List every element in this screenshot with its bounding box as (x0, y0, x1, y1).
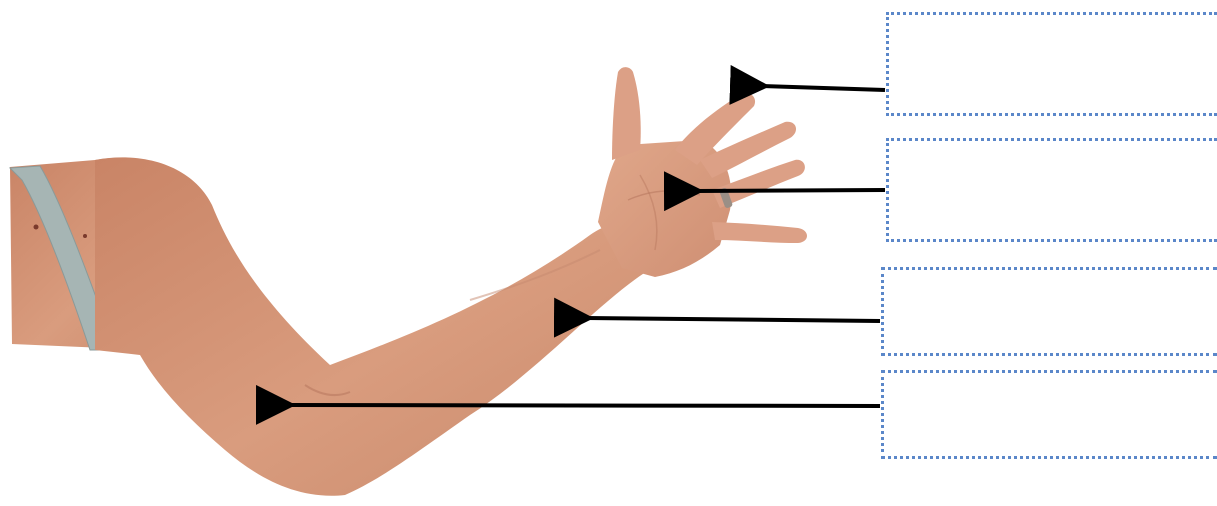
label-box-palm[interactable] (886, 138, 1217, 242)
arrow-to-palm (696, 190, 885, 191)
arm (95, 157, 652, 495)
mole (83, 234, 87, 238)
label-box-finger[interactable] (886, 12, 1217, 116)
arrow-to-wrist (586, 318, 880, 321)
little-finger (712, 222, 807, 243)
label-box-elbow[interactable] (881, 370, 1217, 459)
label-box-wrist[interactable] (881, 267, 1217, 356)
arrow-to-finger (762, 86, 885, 90)
arrow-to-elbow (288, 405, 880, 406)
mole (34, 225, 39, 230)
thumb (612, 67, 641, 160)
